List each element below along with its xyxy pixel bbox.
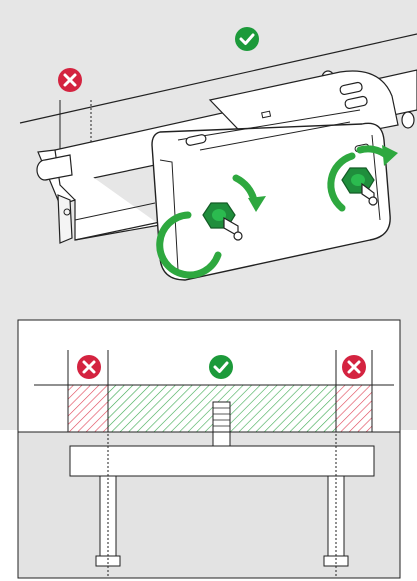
upper-x-icon xyxy=(58,68,82,92)
upper-check-icon xyxy=(235,27,259,51)
lower-check-icon xyxy=(209,355,233,379)
lower-left-x-icon xyxy=(77,355,101,379)
left-anchor-post xyxy=(95,350,121,578)
left-nut-assembly xyxy=(156,174,266,279)
lower-right-x-icon xyxy=(342,355,366,379)
base-plate xyxy=(69,445,375,477)
right-wrong-zone xyxy=(336,385,372,432)
right-nut-assembly xyxy=(327,145,398,212)
left-wrong-zone xyxy=(68,385,108,432)
clamp-bracket xyxy=(151,70,399,281)
left-rail-bolt xyxy=(36,154,73,181)
right-anchor-post xyxy=(323,350,349,578)
